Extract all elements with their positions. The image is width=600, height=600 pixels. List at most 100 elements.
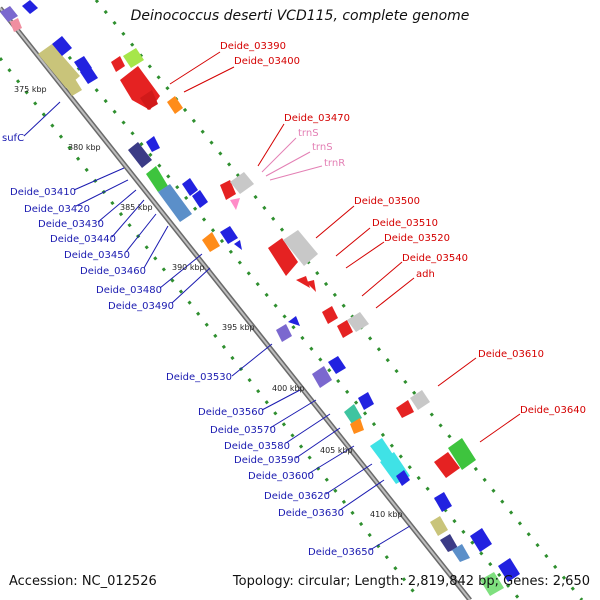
gene-block[interactable] xyxy=(268,238,298,276)
gene-block[interactable] xyxy=(312,366,332,388)
gene-block[interactable] xyxy=(448,438,476,470)
leader-line xyxy=(159,253,203,289)
gene-label[interactable]: Deide_03600 xyxy=(248,471,314,482)
gene-block[interactable] xyxy=(370,438,394,462)
leader-line xyxy=(75,179,129,207)
leader-line xyxy=(73,167,125,191)
gene-block[interactable] xyxy=(230,172,254,194)
gene-label[interactable]: Deide_03530 xyxy=(166,372,232,383)
gene-block[interactable] xyxy=(434,452,460,478)
gene-block[interactable] xyxy=(410,390,430,410)
rna-label[interactable]: trnR xyxy=(324,158,345,169)
gene-block[interactable] xyxy=(288,316,300,326)
gene-label[interactable]: Deide_03480 xyxy=(96,285,162,296)
gene-block[interactable] xyxy=(396,400,414,418)
gene-block[interactable] xyxy=(396,470,410,486)
gene-label[interactable]: Deide_03420 xyxy=(24,204,90,215)
gene-block[interactable] xyxy=(283,230,318,266)
scale-label: 400 kbp xyxy=(272,384,305,393)
gene-label[interactable]: sufC xyxy=(2,133,24,144)
gene-block[interactable] xyxy=(452,544,470,562)
scale-label: 405 kbp xyxy=(320,446,353,455)
gene-label[interactable]: Deide_03630 xyxy=(278,508,344,519)
gene-block[interactable] xyxy=(434,492,452,512)
gene-block[interactable] xyxy=(10,18,22,32)
gene-label[interactable]: Deide_03410 xyxy=(10,187,76,198)
gene-block[interactable] xyxy=(52,36,72,56)
gene-block[interactable] xyxy=(220,180,236,200)
gene-block[interactable] xyxy=(182,178,198,196)
gene-label[interactable]: Deide_03500 xyxy=(354,196,420,207)
gene-block[interactable] xyxy=(322,306,338,324)
gene-block[interactable] xyxy=(430,516,448,536)
gene-block[interactable] xyxy=(167,96,183,114)
gene-block[interactable] xyxy=(22,0,38,14)
gene-label[interactable]: Deide_03390 xyxy=(220,41,286,52)
gene-block[interactable] xyxy=(296,276,310,288)
gene-label[interactable]: Deide_03520 xyxy=(384,233,450,244)
leader-line xyxy=(261,389,301,411)
gene-label[interactable]: Deide_03460 xyxy=(80,266,146,277)
scale-label: 380 kbp xyxy=(68,143,101,152)
gene-label[interactable]: Deide_03510 xyxy=(372,218,438,229)
gene-label[interactable]: Deide_03490 xyxy=(108,301,174,312)
gene-label[interactable]: Deide_03450 xyxy=(64,250,130,261)
gene-label[interactable]: Deide_03430 xyxy=(38,219,104,230)
scale-label: 390 kbp xyxy=(172,263,205,272)
gene-label[interactable]: Deide_03610 xyxy=(478,349,544,360)
leader-line xyxy=(169,51,221,85)
forward-leader-lines xyxy=(169,51,521,443)
gene-block[interactable] xyxy=(480,572,504,596)
reverse-leader-lines xyxy=(23,101,411,551)
gene-block[interactable] xyxy=(306,280,316,292)
gene-label[interactable]: Deide_03540 xyxy=(402,253,468,264)
leader-line xyxy=(143,225,169,269)
gene-block[interactable] xyxy=(202,232,220,252)
gene-block[interactable] xyxy=(344,404,362,424)
leader-line xyxy=(269,399,317,429)
gene-label[interactable]: Deide_03400 xyxy=(234,56,300,67)
gene-label[interactable]: Deide_03650 xyxy=(308,547,374,558)
gene-block[interactable] xyxy=(328,356,346,374)
gene-label[interactable]: Deide_03470 xyxy=(284,113,350,124)
gene-block[interactable] xyxy=(230,198,240,210)
gene-block[interactable] xyxy=(146,136,160,152)
forward-genes xyxy=(111,48,476,478)
gene-block[interactable] xyxy=(440,534,458,552)
leader-line xyxy=(295,427,341,459)
gene-block[interactable] xyxy=(470,528,492,552)
gene-block[interactable] xyxy=(498,558,520,582)
rna-label[interactable]: trnS xyxy=(298,128,319,139)
forward-gene-labels: Deide_03390 Deide_03400 Deide_03470 Deid… xyxy=(220,41,586,416)
gene-block[interactable] xyxy=(0,6,18,22)
gene-block[interactable] xyxy=(158,184,192,222)
gene-label[interactable]: adh xyxy=(416,269,435,280)
gene-block[interactable] xyxy=(347,312,369,332)
gene-block[interactable] xyxy=(123,48,144,68)
gene-block[interactable] xyxy=(146,166,168,192)
gene-label[interactable]: Deide_03590 xyxy=(234,455,300,466)
gene-label[interactable]: Deide_03570 xyxy=(210,425,276,436)
gene-block[interactable] xyxy=(234,240,242,250)
gene-label[interactable]: Deide_03620 xyxy=(264,491,330,502)
gene-block[interactable] xyxy=(62,74,82,96)
gene-block[interactable] xyxy=(358,392,374,410)
gene-block[interactable] xyxy=(140,90,158,110)
gene-label[interactable]: Deide_03580 xyxy=(224,441,290,452)
gene-block[interactable] xyxy=(111,56,125,72)
gene-label[interactable]: Deide_03560 xyxy=(198,407,264,418)
gene-block[interactable] xyxy=(192,190,208,208)
leader-line xyxy=(437,357,477,387)
rna-label[interactable]: trnS xyxy=(312,142,333,153)
gene-label[interactable]: Deide_03640 xyxy=(520,405,586,416)
leader-line xyxy=(479,413,521,443)
gene-block[interactable] xyxy=(80,66,98,84)
leader-line xyxy=(369,525,411,551)
genome-backbone-highlight xyxy=(0,7,471,600)
gene-label[interactable]: Deide_03440 xyxy=(50,234,116,245)
gene-block[interactable] xyxy=(337,320,353,338)
gene-block[interactable] xyxy=(276,324,292,342)
gene-block[interactable] xyxy=(350,418,364,434)
gene-block[interactable] xyxy=(220,226,238,244)
gene-block[interactable] xyxy=(128,142,152,168)
